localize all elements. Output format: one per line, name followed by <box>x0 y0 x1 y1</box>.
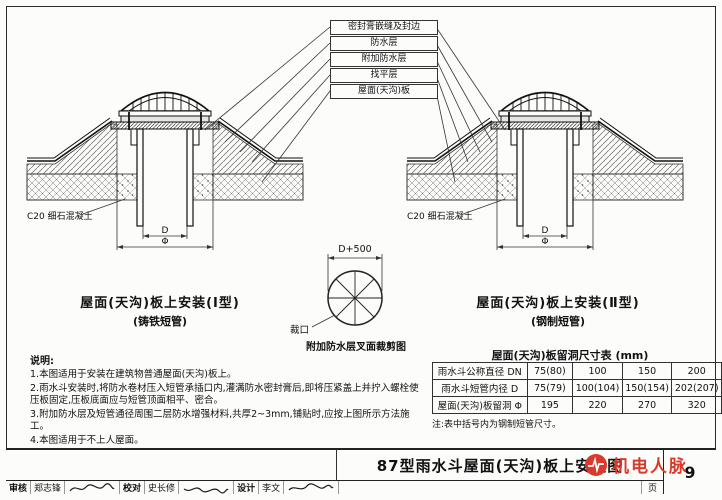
note-item-1: 1.本图适用于安装在建筑物普通屋面(天沟)板上。 <box>30 369 237 380</box>
checker-label: 校对 <box>120 481 146 494</box>
cut-leader <box>311 314 336 328</box>
table-row: 雨水斗公称直径 DN 75(80) 100 150 200 <box>432 362 722 380</box>
hole-size-table: 雨水斗公称直径 DN 75(80) 100 150 200 雨水斗短管内径 D … <box>432 362 722 414</box>
signature-scribble <box>288 482 334 490</box>
cut-label: 裁口 <box>290 324 309 336</box>
cut-dimension <box>327 254 383 291</box>
checker-signature <box>179 481 235 494</box>
table-row-label: 雨水斗公称直径 DN <box>432 362 528 380</box>
note-item-4: 4.本图适用于不上人屋面。 <box>30 434 144 446</box>
title-block-row2: 审核 郑志锋 校对 史长修 设计 李文 页 <box>6 480 663 494</box>
layer-leader-lines <box>204 26 506 183</box>
page-label: 页 <box>640 481 663 494</box>
cut-lines <box>328 271 382 325</box>
right-detail-caption: 屋面(天沟)板上安装(Ⅱ型) (钢制短管) <box>428 292 688 329</box>
layer-label-extra-waterproof: 附加防水层 <box>330 52 438 67</box>
designer-signature <box>284 481 340 494</box>
watermark: 机电人脉 <box>584 452 688 477</box>
layer-label-roof-slab: 屋面(天沟)板 <box>330 84 438 99</box>
signature-scribble <box>183 486 229 494</box>
left-caption-sub: (铸铁短管) <box>132 315 188 328</box>
table-cell: 202(207) <box>671 379 722 397</box>
sheet-title: 87型雨水斗屋面(天沟)板上安装图 <box>376 456 624 475</box>
page-number: 9 <box>663 450 716 494</box>
reviewer-label: 审核 <box>6 481 32 494</box>
table-cell: 150 <box>621 362 673 380</box>
table-cell: 320 <box>671 396 722 414</box>
cut-dim-label: D+500 <box>338 244 371 255</box>
table-row-label: 屋面(天沟)板留洞 Φ <box>432 396 528 414</box>
layer-label-waterproof: 防水层 <box>330 36 438 51</box>
designer-name: 李文 <box>259 481 285 494</box>
left-detail-caption: 屋面(天沟)板上安装(Ⅰ型) (铸铁短管) <box>30 292 290 329</box>
reviewer-name: 郑志锋 <box>31 481 66 494</box>
table-cell: 75(79) <box>526 379 574 397</box>
cut-detail-caption: 附加防水层叉面裁剪图 <box>306 342 406 353</box>
watermark-text: 机电人脉 <box>612 457 688 477</box>
table-cell: 220 <box>572 396 623 414</box>
table-title: 屋面(天沟)板留洞尺寸表 (mm) <box>491 349 649 362</box>
right-caption-sub: (钢制短管) <box>530 315 586 328</box>
table-row: 雨水斗短管内径 D 75(79) 100(104) 150(154) 202(2… <box>432 379 722 397</box>
checker-name: 史长修 <box>145 481 180 494</box>
title-block-row1: 87型雨水斗屋面(天沟)板上安装图 <box>6 450 663 480</box>
reviewer-signature <box>65 481 121 494</box>
designer-label: 设计 <box>234 481 260 494</box>
title-block-main: 87型雨水斗屋面(天沟)板上安装图 审核 郑志锋 校对 史长修 设计 李文 <box>6 450 663 494</box>
table-cell: 100(104) <box>572 379 623 397</box>
table-cell: 150(154) <box>621 379 673 397</box>
table-cell: 270 <box>621 396 673 414</box>
notes-heading: 说明: <box>30 356 54 367</box>
technical-drawing: D Φ C20 细石混凝土 <box>26 26 684 336</box>
waterproof-cut-detail: D+500 裁口 <box>290 244 383 336</box>
right-caption-title: 屋面(天沟)板上安装(Ⅱ型) <box>476 296 640 311</box>
table-row-label: 雨水斗短管内径 D <box>432 379 528 397</box>
left-detail-type1 <box>26 91 304 251</box>
right-detail-type2 <box>406 91 684 251</box>
title-block-blank-cell <box>6 450 337 480</box>
table-footnote: 注:表中括号内为钢制短管尺寸。 <box>432 420 562 430</box>
table-cell: 195 <box>526 396 574 414</box>
note-item-2: 2.雨水斗安装时,将防水卷材压入短管承插口内,灌满防水密封膏后,即将压紧盖上并拧… <box>30 382 419 407</box>
layer-label-sealant: 密封膏嵌缝及封边 <box>330 20 438 35</box>
note-item-3: 3.附加防水层及短管通径周围二层防水增强材料,共厚2~3mm,铺贴时,应按上图所… <box>30 408 410 433</box>
signature-scribble <box>69 482 115 491</box>
table-cell: 200 <box>671 362 722 380</box>
notes-section: 说明: 1.本图适用于安装在建筑物普通屋面(天沟)板上。 2.雨水斗安装时,将防… <box>30 352 422 448</box>
layer-label-leveling: 找平层 <box>330 68 438 83</box>
table-row: 屋面(天沟)板留洞 Φ 195 220 270 320 <box>432 396 722 414</box>
left-caption-title: 屋面(天沟)板上安装(Ⅰ型) <box>80 296 240 311</box>
table-cell: 75(80) <box>526 362 574 380</box>
table-cell: 100 <box>572 362 623 380</box>
watermark-logo-icon <box>585 453 607 476</box>
title-block-spacer <box>339 481 641 494</box>
